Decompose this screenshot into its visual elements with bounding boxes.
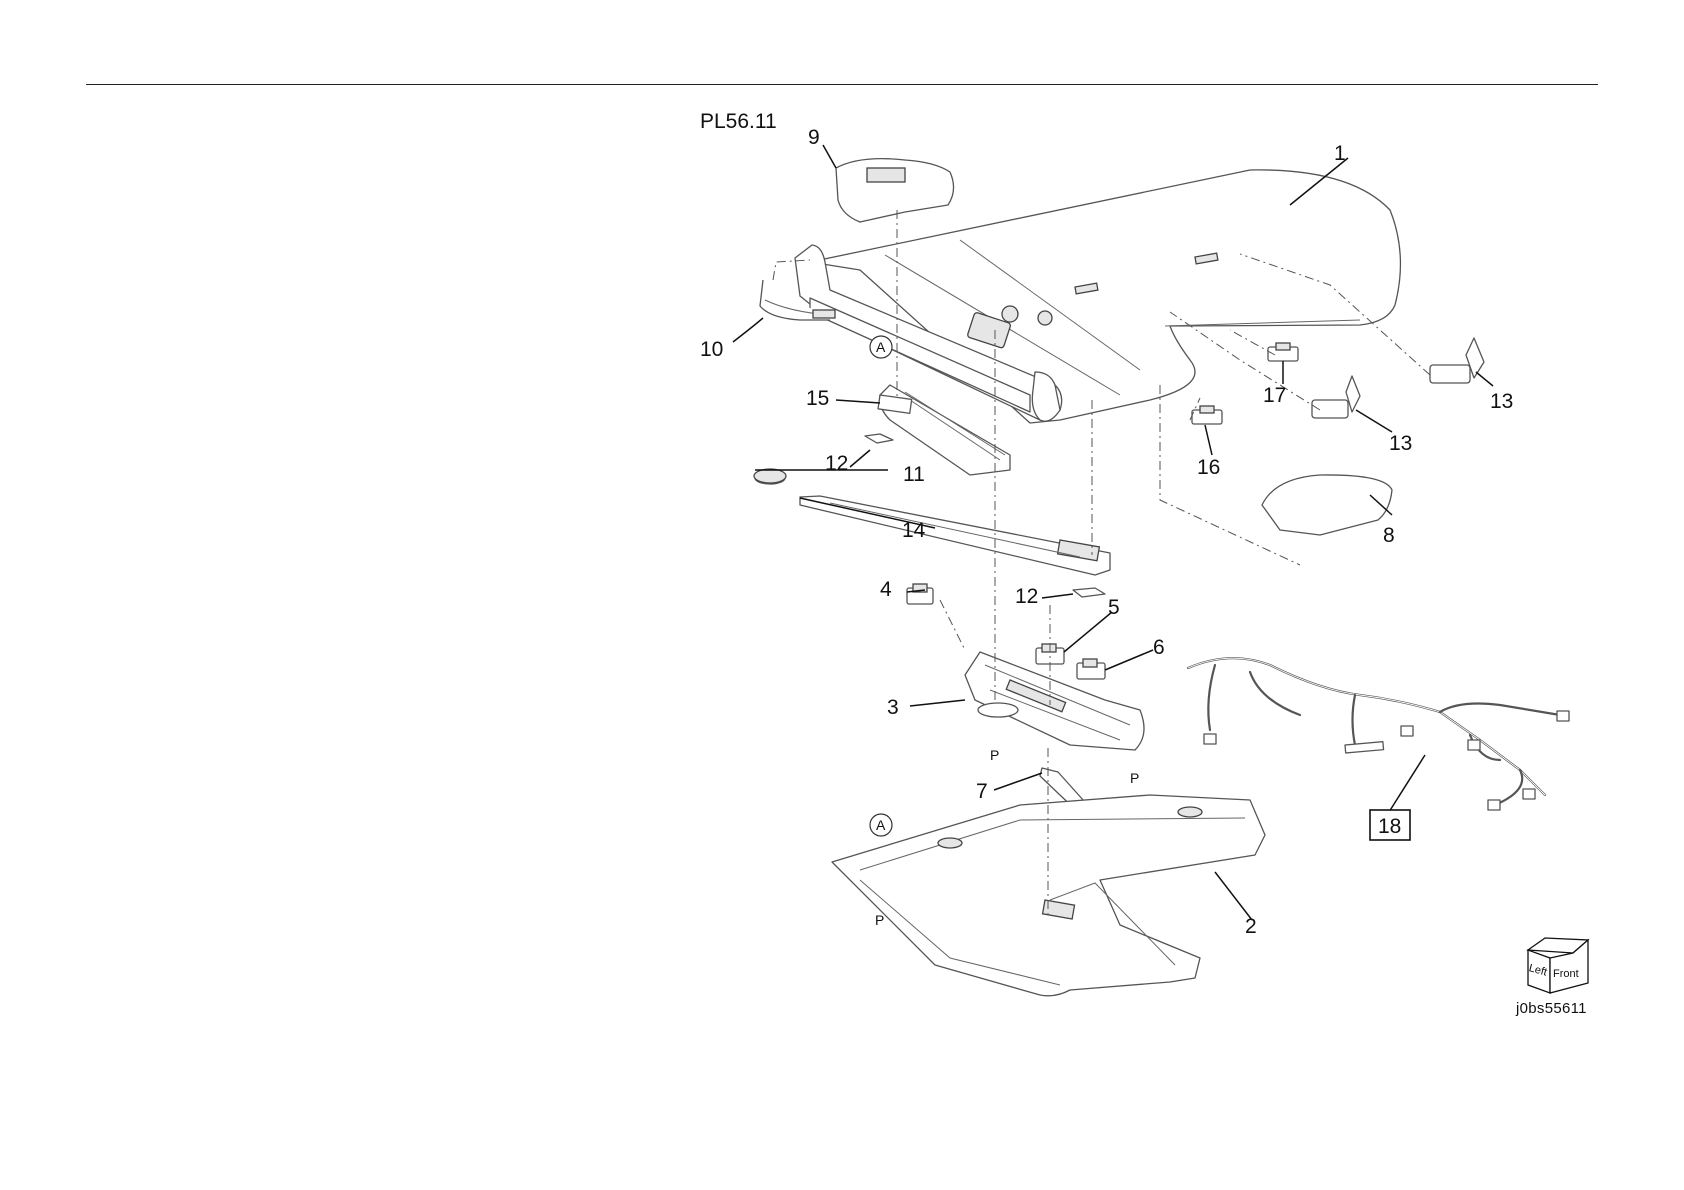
part-4-sensor xyxy=(907,584,933,604)
callout-16: 16 xyxy=(1197,456,1220,479)
part-6-sensor xyxy=(1077,659,1105,679)
callout-13-lower: 13 xyxy=(1389,432,1412,455)
part-15-bracket xyxy=(878,385,1010,475)
callout-18: 18 xyxy=(1378,815,1401,838)
part-13-actuator-b xyxy=(1430,338,1484,383)
callout-7: 7 xyxy=(976,780,988,803)
ref-p-2: P xyxy=(1130,770,1139,786)
callout-8: 8 xyxy=(1383,524,1395,547)
callout-2: 2 xyxy=(1245,915,1257,938)
callout-11: 11 xyxy=(903,463,925,486)
part-16-sensor xyxy=(1192,406,1222,424)
part-9-handle-cover xyxy=(836,159,954,222)
drawing-code: j0bs55611 xyxy=(1516,1000,1587,1017)
callout-12-lower: 12 xyxy=(1015,585,1038,608)
callout-15: 15 xyxy=(806,387,829,410)
callout-6: 6 xyxy=(1153,636,1165,659)
ref-p-1: P xyxy=(990,747,999,763)
callout-4: 4 xyxy=(880,578,892,601)
callout-10: 10 xyxy=(700,338,723,361)
ref-p-3: P xyxy=(875,912,884,928)
cube-front-label: Front xyxy=(1553,968,1579,980)
part-11-gear xyxy=(754,469,786,484)
part-3-sensor-bracket xyxy=(965,652,1144,750)
part-8-handle-cover xyxy=(1262,475,1392,535)
callout-14: 14 xyxy=(902,519,926,542)
callout-5: 5 xyxy=(1108,596,1120,619)
part-12-pad-lower xyxy=(1073,588,1105,597)
orientation-cube: Left Front xyxy=(1527,938,1588,993)
callout-9: 9 xyxy=(808,126,820,149)
part-17-sensor xyxy=(1268,343,1298,361)
callout-12-upper: 12 xyxy=(825,452,848,475)
callout-13-upper: 13 xyxy=(1490,390,1513,413)
callout-1: 1 xyxy=(1334,142,1346,165)
part-12-pad-upper xyxy=(865,434,893,443)
callout-17: 17 xyxy=(1263,384,1286,407)
ref-a-upper: A xyxy=(876,339,886,355)
part-13-actuator-a xyxy=(1312,376,1360,418)
part-18-wiring-harness xyxy=(1188,658,1569,810)
callout-3: 3 xyxy=(887,696,899,719)
ref-a-lower: A xyxy=(876,817,886,833)
